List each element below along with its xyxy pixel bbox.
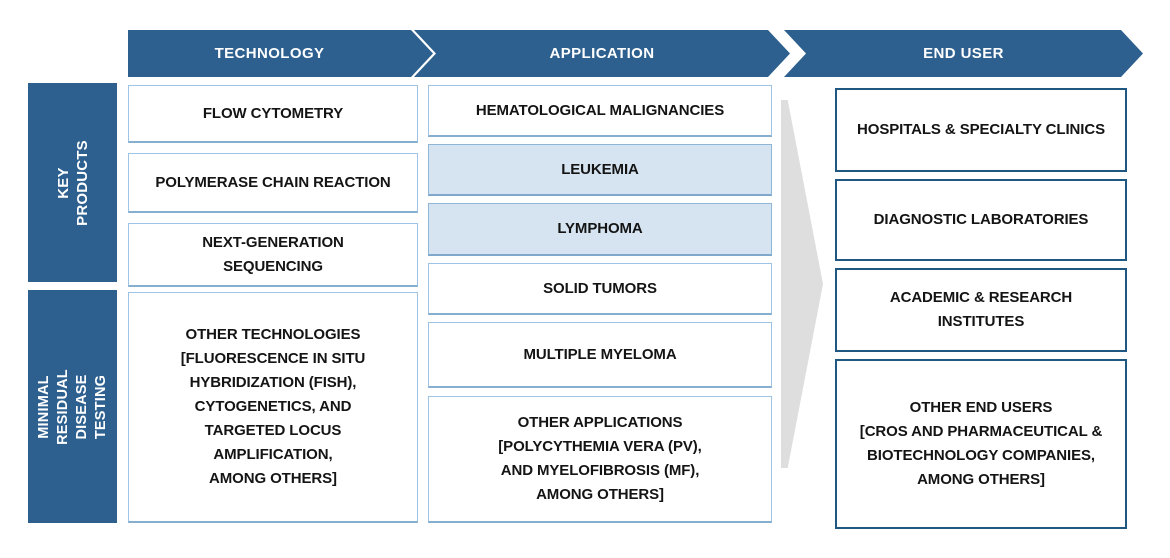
stage-header-end-user: END USER xyxy=(784,30,1143,77)
application-item-label: LYMPHOMA xyxy=(557,220,643,237)
row-header-key-products: KEY PRODUCTS xyxy=(28,83,117,282)
application-item-leukemia: LEUKEMIA xyxy=(428,144,772,196)
stage-header-end-user-label: END USER xyxy=(923,45,1004,62)
stage-header-application-label: APPLICATION xyxy=(549,45,655,62)
application-item-label: LEUKEMIA xyxy=(561,160,639,178)
end-user-item-label: DIAGNOSTIC LABORATORIES xyxy=(873,211,1089,228)
application-item-multiple-myeloma: MULTIPLE MYELOMA xyxy=(428,322,772,388)
application-item-label: SOLID TUMORS xyxy=(543,279,657,297)
technology-item-other-technologies: OTHER TECHNOLOGIES [FLUORESCENCE IN SITU… xyxy=(128,292,418,523)
stage-header-technology: TECHNOLOGY xyxy=(128,30,433,77)
stage-header-technology-label: TECHNOLOGY xyxy=(214,45,325,62)
technology-item-label: POLYMERASE CHAIN REACTION xyxy=(155,173,391,191)
technology-item-label: FLOW CYTOMETRY xyxy=(202,104,344,122)
technology-item-flow-cytometry: FLOW CYTOMETRY xyxy=(128,85,418,143)
end-user-item-hospitals-specialty-clinics: HOSPITALS & SPECIALTY CLINICS xyxy=(835,88,1127,172)
technology-item-polymerase-chain-reaction: POLYMERASE CHAIN REACTION xyxy=(128,153,418,213)
end-user-item-other-end-users: OTHER END USERS [CROS AND PHARMACEUTICAL… xyxy=(835,359,1127,529)
end-user-item-label: HOSPITALS & SPECIALTY CLINICS xyxy=(857,121,1105,138)
stage-header-application: APPLICATION xyxy=(414,30,790,77)
application-item-label: HEMATOLOGICAL MALIGNANCIES xyxy=(475,101,725,119)
application-item-solid-tumors: SOLID TUMORS xyxy=(428,263,772,315)
end-user-item-label: OTHER END USERS [CROS AND PHARMACEUTICAL… xyxy=(859,399,1103,488)
end-user-item-academic-research-institutes: ACADEMIC & RESEARCH INSTITUTES xyxy=(835,268,1127,352)
technology-item-label: OTHER TECHNOLOGIES [FLUORESCENCE IN SITU… xyxy=(180,326,366,487)
flow-arrow-right-icon xyxy=(781,100,823,468)
end-user-item-diagnostic-laboratories: DIAGNOSTIC LABORATORIES xyxy=(835,179,1127,261)
technology-item-label: NEXT-GENERATION SEQUENCING xyxy=(202,233,344,275)
end-user-item-label: ACADEMIC & RESEARCH INSTITUTES xyxy=(889,289,1073,330)
technology-item-next-generation-sequencing: NEXT-GENERATION SEQUENCING xyxy=(128,223,418,287)
row-header-mrd-label: MINIMAL RESIDUAL DISEASE TESTING xyxy=(35,368,109,445)
application-item-hematological-malignancies: HEMATOLOGICAL MALIGNANCIES xyxy=(428,85,772,137)
application-item-label: OTHER APPLICATIONS [POLYCYTHEMIA VERA (P… xyxy=(498,414,702,503)
application-item-other-applications: OTHER APPLICATIONS [POLYCYTHEMIA VERA (P… xyxy=(428,396,772,523)
row-header-minimal-residual-disease-testing: MINIMAL RESIDUAL DISEASE TESTING xyxy=(28,290,117,523)
row-header-key-products-label: KEY PRODUCTS xyxy=(54,139,91,226)
application-item-lymphoma: LYMPHOMA xyxy=(428,203,772,256)
application-item-label: MULTIPLE MYELOMA xyxy=(523,345,677,363)
